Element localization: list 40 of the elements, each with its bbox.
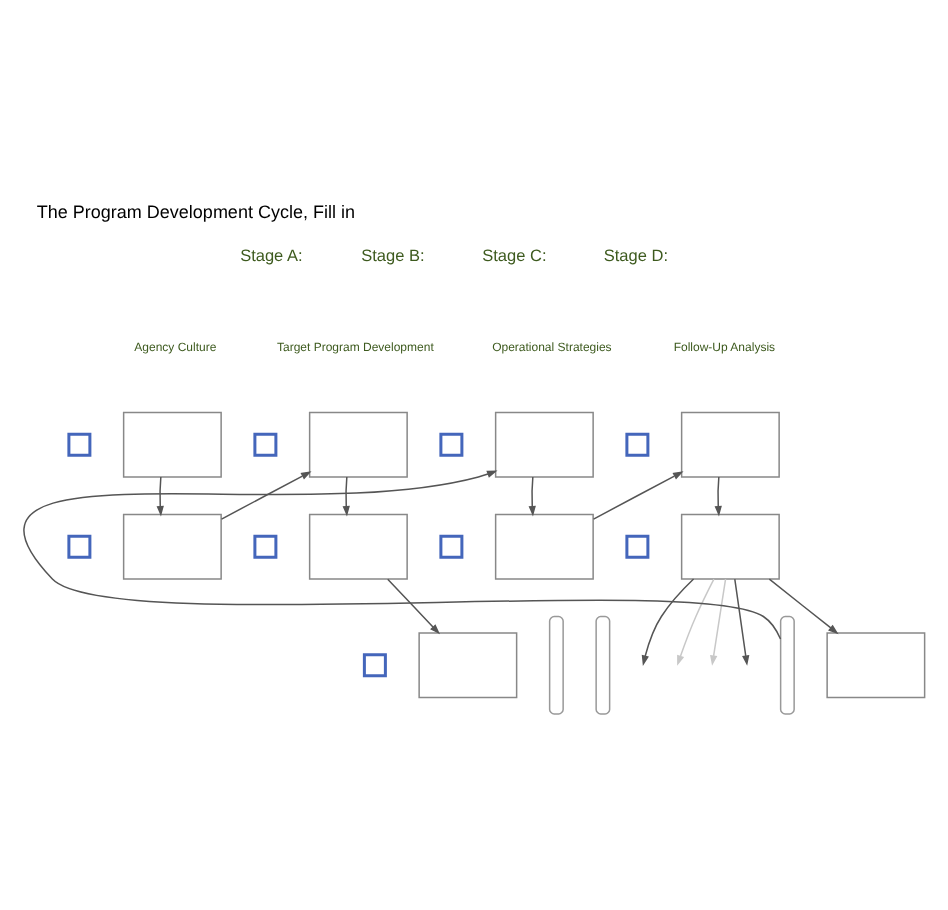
node-square (362, 652, 387, 677)
node-box (308, 512, 408, 579)
node-box (418, 631, 518, 698)
label: Stage B: (361, 245, 425, 264)
arrow (156, 475, 164, 516)
node-square (439, 533, 464, 558)
node-box (494, 512, 594, 579)
arrow (641, 577, 695, 665)
node-square (253, 533, 278, 558)
node-box (494, 410, 594, 477)
node-square (625, 533, 650, 558)
node-bar (548, 614, 564, 714)
arrow (734, 577, 750, 665)
label: Stage A: (240, 245, 303, 264)
arrow (592, 470, 684, 519)
arrow (342, 475, 350, 516)
node-box (308, 410, 408, 477)
node-box (122, 410, 222, 477)
arrow (710, 577, 727, 665)
arrow (768, 577, 839, 634)
arrow (714, 475, 722, 516)
node-box (680, 410, 780, 477)
arrow (23, 469, 782, 639)
node-square (439, 431, 464, 456)
arrow (387, 577, 441, 634)
arrow (220, 470, 312, 519)
node-bar (779, 614, 795, 714)
node-square (253, 431, 278, 456)
node-box (826, 631, 926, 698)
label: Stage C: (482, 245, 547, 264)
node-box (122, 512, 222, 579)
diagram-title: The Program Development Cycle, Fill in (36, 201, 355, 222)
node-square (625, 431, 650, 456)
node-box (680, 512, 780, 579)
label: Stage D: (603, 245, 668, 264)
node-square (67, 533, 92, 558)
node-square (67, 431, 92, 456)
node-bar (595, 614, 611, 714)
arrow (677, 577, 715, 665)
arrow (528, 475, 536, 516)
